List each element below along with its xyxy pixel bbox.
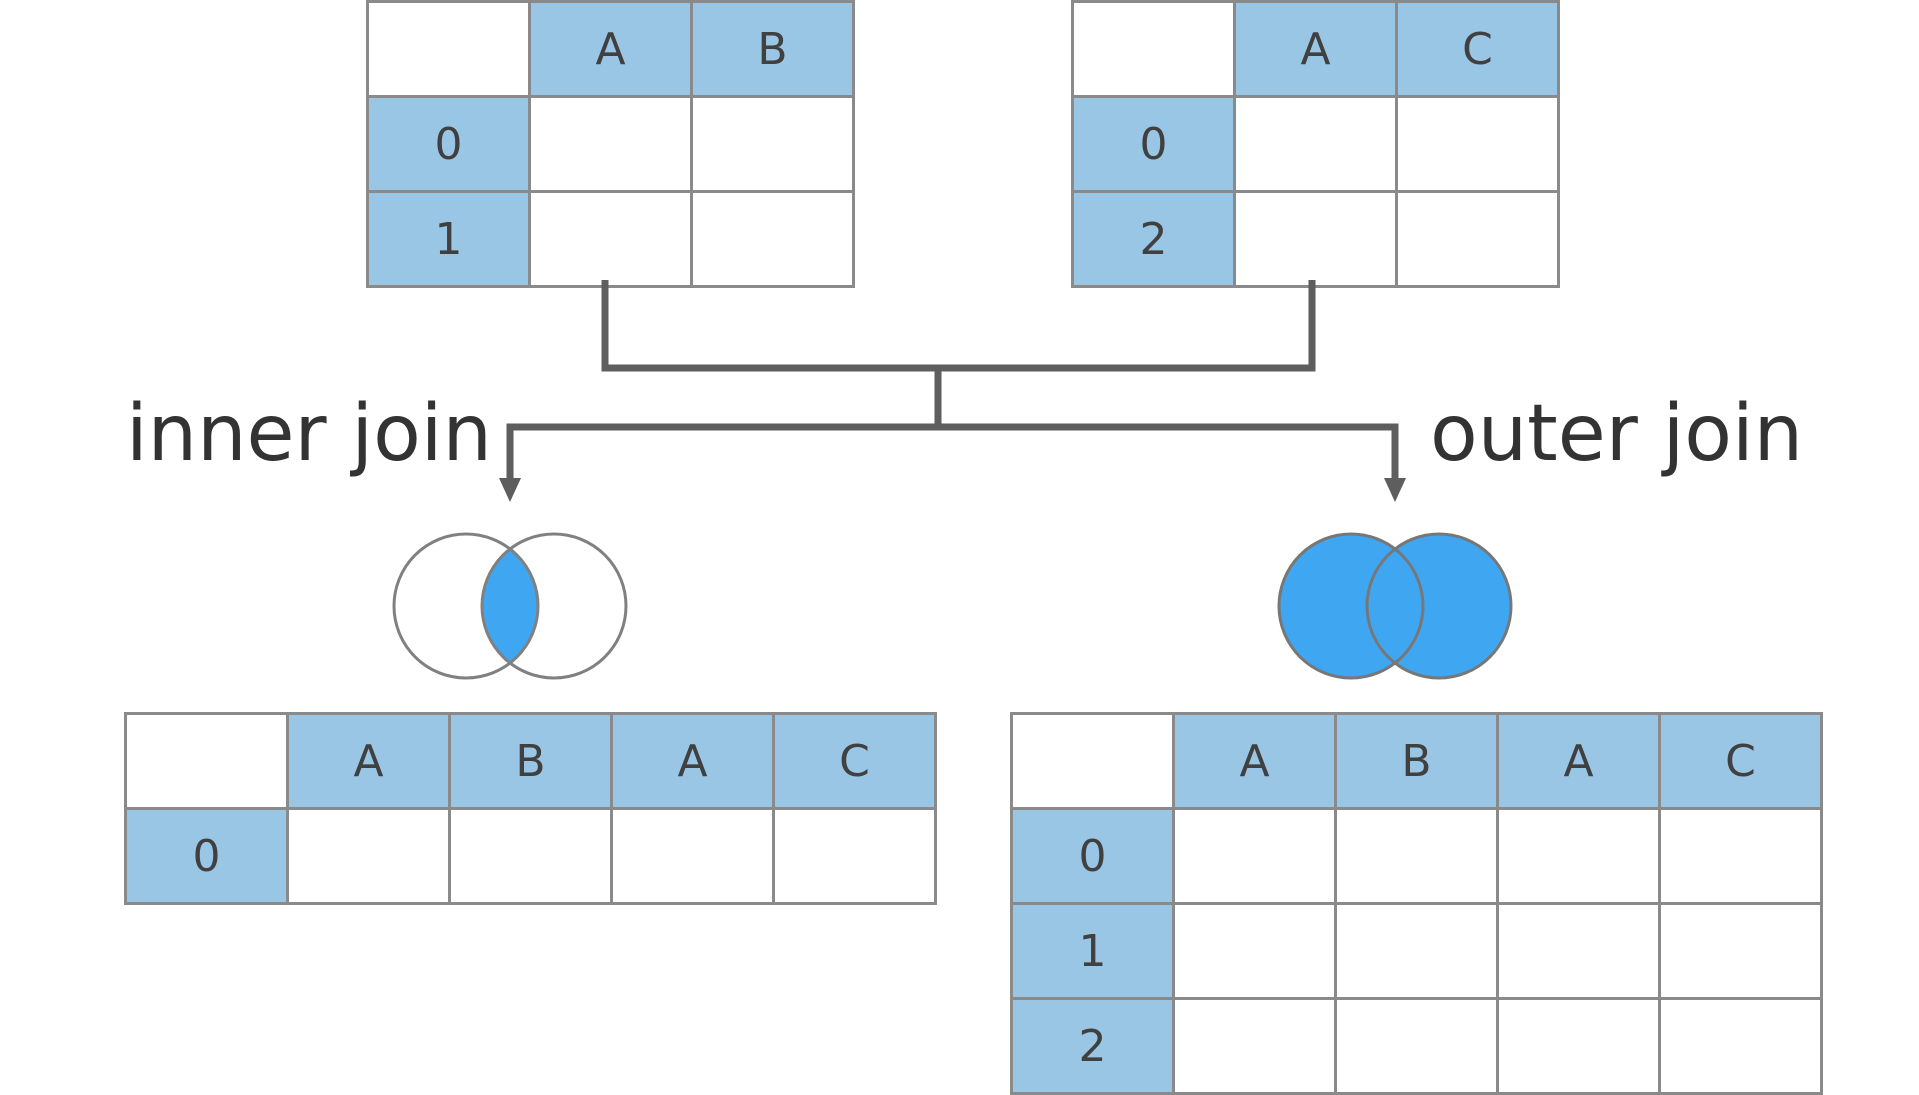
corner-cell bbox=[1010, 712, 1175, 810]
column-header: A bbox=[1496, 712, 1661, 810]
table-cell bbox=[1496, 902, 1661, 1000]
table-cell bbox=[1496, 997, 1661, 1095]
table-row: 0 bbox=[1071, 95, 1560, 193]
column-header: A bbox=[1172, 712, 1337, 810]
table-cell bbox=[1172, 807, 1337, 905]
table-cell bbox=[528, 190, 693, 288]
table-cell bbox=[690, 190, 855, 288]
table-cell bbox=[1496, 807, 1661, 905]
header-row: A C bbox=[1071, 0, 1560, 98]
column-header: A bbox=[610, 712, 775, 810]
table-cell bbox=[690, 95, 855, 193]
table-cell bbox=[1395, 95, 1560, 193]
table-cell bbox=[1172, 997, 1337, 1095]
table-cell bbox=[286, 807, 451, 905]
arrow-down-icon bbox=[1384, 478, 1406, 502]
column-header: C bbox=[772, 712, 937, 810]
corner-cell bbox=[366, 0, 531, 98]
row-index: 0 bbox=[124, 807, 289, 905]
row-index: 2 bbox=[1010, 997, 1175, 1095]
column-header: B bbox=[690, 0, 855, 98]
table-cell bbox=[1334, 902, 1499, 1000]
table-cell bbox=[1233, 95, 1398, 193]
table-row: 0 bbox=[124, 807, 937, 905]
outer-join-venn-icon bbox=[1277, 532, 1513, 680]
table-cell bbox=[1658, 807, 1823, 905]
header-row: A B bbox=[366, 0, 855, 98]
column-header: A bbox=[286, 712, 451, 810]
right-source-table: A C 0 2 bbox=[1071, 0, 1560, 288]
outer-join-label: outer join bbox=[1430, 389, 1804, 479]
column-header: B bbox=[448, 712, 613, 810]
row-index: 0 bbox=[1071, 95, 1236, 193]
table-row: 2 bbox=[1010, 997, 1823, 1095]
row-index: 1 bbox=[366, 190, 531, 288]
table-cell bbox=[528, 95, 693, 193]
table-row: 1 bbox=[1010, 902, 1823, 1000]
inner-join-label: inner join bbox=[126, 389, 492, 479]
outer-join-result-table: A B A C 0 1 2 bbox=[1010, 712, 1823, 1095]
inner-join-result-table: A B A C 0 bbox=[124, 712, 937, 905]
corner-cell bbox=[124, 712, 289, 810]
header-row: A B A C bbox=[124, 712, 937, 810]
table-row: 0 bbox=[1010, 807, 1823, 905]
table-cell bbox=[1658, 997, 1823, 1095]
table-row: 0 bbox=[366, 95, 855, 193]
row-index: 1 bbox=[1010, 902, 1175, 1000]
table-cell bbox=[1334, 997, 1499, 1095]
table-cell bbox=[1233, 190, 1398, 288]
table-row: 1 bbox=[366, 190, 855, 288]
column-header: A bbox=[1233, 0, 1398, 98]
table-cell bbox=[1395, 190, 1560, 288]
inner-join-venn-icon bbox=[392, 532, 628, 680]
column-header: A bbox=[528, 0, 693, 98]
intersection-region bbox=[482, 534, 538, 678]
row-index: 0 bbox=[366, 95, 531, 193]
arrow-down-icon bbox=[499, 478, 521, 502]
table-cell bbox=[1658, 902, 1823, 1000]
table-cell bbox=[448, 807, 613, 905]
column-header: C bbox=[1658, 712, 1823, 810]
column-header: B bbox=[1334, 712, 1499, 810]
table-cell bbox=[610, 807, 775, 905]
table-cell bbox=[1172, 902, 1337, 1000]
left-source-table: A B 0 1 bbox=[366, 0, 855, 288]
column-header: C bbox=[1395, 0, 1560, 98]
corner-cell bbox=[1071, 0, 1236, 98]
row-index: 0 bbox=[1010, 807, 1175, 905]
table-cell bbox=[772, 807, 937, 905]
branch-line bbox=[506, 423, 1399, 480]
merge-connector bbox=[601, 280, 1316, 372]
table-row: 2 bbox=[1071, 190, 1560, 288]
header-row: A B A C bbox=[1010, 712, 1823, 810]
table-cell bbox=[1334, 807, 1499, 905]
row-index: 2 bbox=[1071, 190, 1236, 288]
